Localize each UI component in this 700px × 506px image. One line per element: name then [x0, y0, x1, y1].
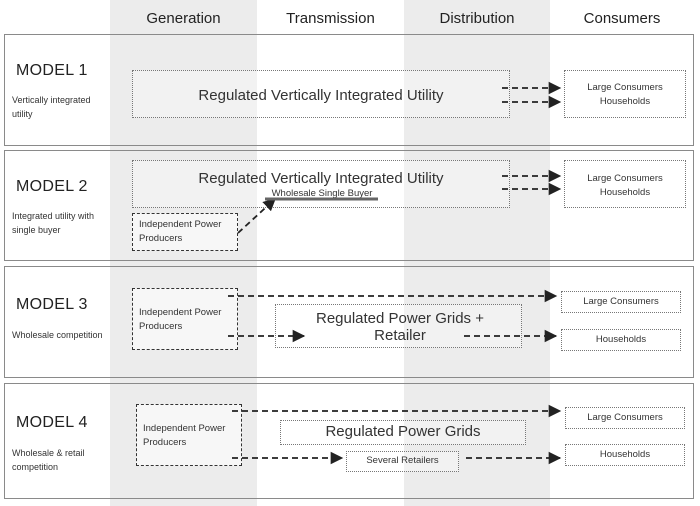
- model-3-large-consumers: Large Consumers: [583, 296, 659, 307]
- model-2-single-buyer-label: Wholesale Single Buyer: [271, 188, 373, 199]
- model-3-grids-label: Regulated Power Grids + Retailer: [315, 310, 484, 344]
- model-2-subtitle: Integrated utility with single buyer: [12, 211, 95, 235]
- model-1-utility-label: Regulated Vertically Integrated Utility: [198, 87, 444, 104]
- model-4-households: Households: [599, 449, 651, 460]
- model-2-arrow-ipp-to-buyer: [237, 198, 276, 234]
- column-header-generation: Generation: [146, 10, 221, 27]
- model-2-consumers-box: [564, 160, 686, 208]
- model-3-ipp-box: [132, 288, 238, 350]
- model-1-row: [4, 34, 694, 146]
- model-4-large-consumers-box: [565, 407, 685, 429]
- model-4-title: MODEL 4: [16, 414, 88, 431]
- model-1-consumers-box: [564, 70, 686, 118]
- model-4-subtitle: Wholesale & retail competition: [12, 448, 85, 472]
- model-3-large-consumers-box: [561, 291, 681, 313]
- column-header-distribution: Distribution: [439, 10, 515, 27]
- model-3-subtitle: Wholesale competition: [12, 330, 103, 340]
- model-2-large-consumers: Large Consumers: [587, 173, 663, 184]
- model-2-title: MODEL 2: [16, 178, 88, 195]
- model-2-ipp-label: Independent Power Producers: [139, 219, 222, 244]
- model-3-title: MODEL 3: [16, 296, 88, 313]
- model-4-grids-label: Regulated Power Grids: [325, 423, 481, 440]
- model-3-ipp-label: Independent Power Producers: [139, 307, 222, 332]
- column-header-consumers: Consumers: [583, 10, 661, 27]
- model-4-grids-box: [280, 420, 526, 445]
- model-2-utility-label: Regulated Vertically Integrated Utility: [198, 170, 444, 187]
- model-4-households-box: [565, 444, 685, 466]
- model-4-ipp-box: [136, 404, 242, 466]
- model-1-large-consumers: Large Consumers: [587, 82, 663, 93]
- model-4-retailers-box: [346, 451, 459, 472]
- model-1-subtitle: Vertically integrated utility: [12, 95, 91, 119]
- model-3-grids-box: [275, 304, 522, 348]
- model-1-utility-box: [132, 70, 510, 118]
- model-2-ipp-box: [132, 213, 238, 251]
- model-4-large-consumers: Large Consumers: [587, 412, 663, 423]
- model-1-households: Households: [599, 96, 651, 107]
- model-4-ipp-label: Independent Power Producers: [143, 423, 226, 448]
- model-4-row: [4, 383, 694, 499]
- model-2-row: [4, 150, 694, 261]
- model-4-retailers-label: Several Retailers: [366, 455, 439, 466]
- model-3-households-box: [561, 329, 681, 351]
- model-2-households: Households: [599, 187, 651, 198]
- model-1-title: MODEL 1: [16, 62, 88, 79]
- column-header-transmission: Transmission: [286, 10, 375, 27]
- model-3-households: Households: [595, 334, 647, 345]
- model-3-row: [4, 266, 694, 378]
